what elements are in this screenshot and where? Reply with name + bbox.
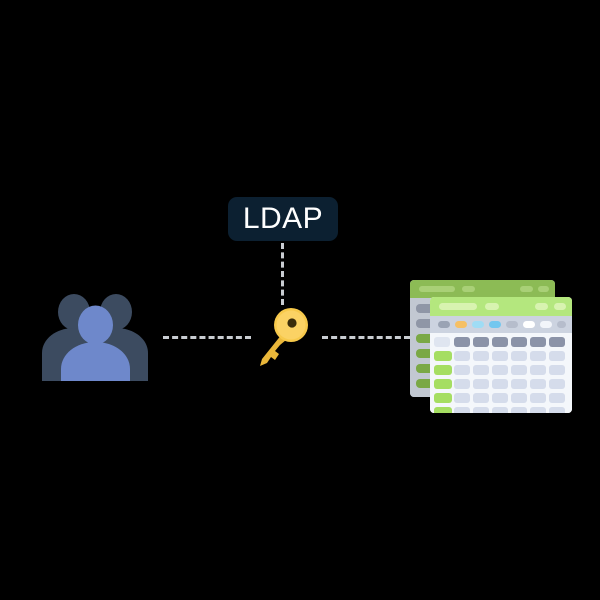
- table-cell: [530, 365, 546, 375]
- key-hole: [287, 318, 297, 328]
- table-cell: [549, 407, 565, 413]
- connector-key-to-server: [322, 336, 410, 339]
- table-corner-cell: [434, 337, 450, 347]
- table-row-label: [434, 365, 452, 375]
- table-header-cell: [492, 337, 508, 347]
- table-cell: [492, 365, 508, 375]
- ldap-badge-label: LDAP: [242, 202, 324, 235]
- table-header-cell: [473, 337, 489, 347]
- table-cell: [473, 351, 489, 361]
- table-cell: [511, 365, 527, 375]
- table-cell: [473, 393, 489, 403]
- toolbar-pill: [506, 321, 518, 328]
- person-front-center: [61, 305, 130, 381]
- table-row-label: [434, 379, 452, 389]
- table-cell: [454, 393, 470, 403]
- toolbar-pill: [557, 321, 566, 328]
- table-cell: [511, 407, 527, 413]
- connector-users-to-key: [163, 336, 251, 339]
- table-header-cell: [549, 337, 565, 347]
- table-cell: [454, 365, 470, 375]
- toolbar-pill: [489, 321, 501, 328]
- table-cell: [530, 407, 546, 413]
- toolbar-pill: [472, 321, 484, 328]
- table-cell: [530, 351, 546, 361]
- database-windows-icon: [408, 278, 576, 418]
- database-window-front: [430, 297, 572, 413]
- table-cell: [492, 407, 508, 413]
- table-cell: [473, 365, 489, 375]
- connector-ldap-to-key: [281, 243, 284, 305]
- window-front-titlebar: [430, 297, 572, 316]
- window-front-toolbar: [430, 316, 572, 333]
- user-group-icon: [28, 281, 162, 381]
- toolbar-pill: [540, 321, 552, 328]
- key-icon: [258, 303, 310, 369]
- ldap-badge: LDAP: [228, 197, 338, 241]
- table-row-label: [434, 407, 452, 413]
- table-cell: [549, 379, 565, 389]
- table-cell: [511, 351, 527, 361]
- table-cell: [530, 379, 546, 389]
- toolbar-pill: [455, 321, 467, 328]
- table-header-cell: [530, 337, 546, 347]
- table-row-label: [434, 393, 452, 403]
- table-header-cell: [454, 337, 470, 347]
- table-cell: [454, 407, 470, 413]
- table-cell: [511, 379, 527, 389]
- table-cell: [511, 393, 527, 403]
- table-cell: [549, 365, 565, 375]
- table-header-cell: [511, 337, 527, 347]
- table-cell: [530, 393, 546, 403]
- table-cell: [492, 393, 508, 403]
- table-cell: [454, 351, 470, 361]
- table-cell: [473, 407, 489, 413]
- table-cell: [473, 379, 489, 389]
- table-row-label: [434, 351, 452, 361]
- table-cell: [492, 351, 508, 361]
- table-cell: [454, 379, 470, 389]
- window-back-titlebar: [410, 280, 555, 298]
- data-table-grid: [430, 333, 572, 413]
- toolbar-pill: [523, 321, 535, 328]
- table-cell: [492, 379, 508, 389]
- table-cell: [549, 351, 565, 361]
- table-cell: [549, 393, 565, 403]
- toolbar-pill: [438, 321, 450, 328]
